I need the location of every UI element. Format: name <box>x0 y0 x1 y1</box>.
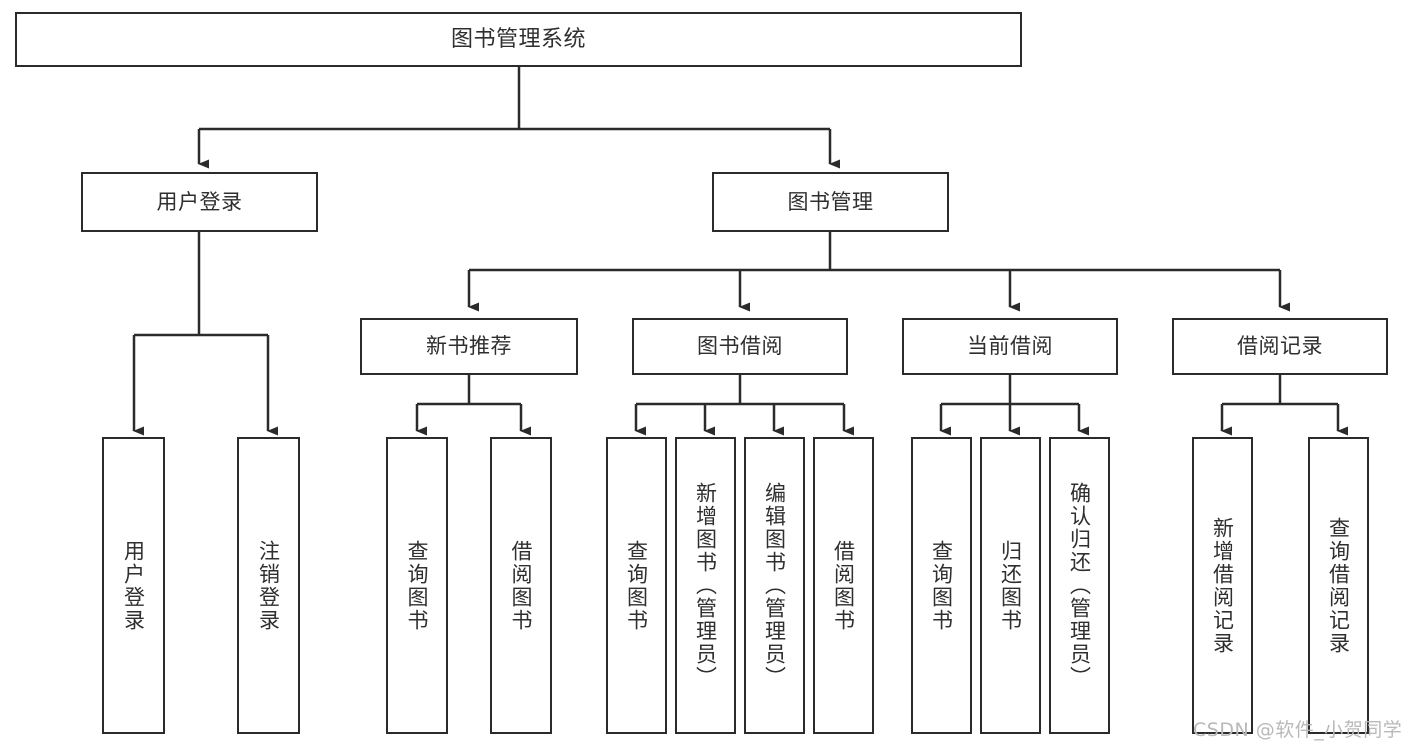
node-borrowing-records[interactable]: 借阅记录 <box>1172 318 1388 375</box>
node-label: 注销登录 <box>256 539 281 632</box>
node-label: 查询借阅记录 <box>1326 516 1351 655</box>
node-label: 用户登录 <box>121 539 146 632</box>
watermark-text: CSDN @软件_小贺同学 <box>1193 719 1403 741</box>
node-label: 查询图书 <box>405 539 430 632</box>
node-label: 图书管理 <box>787 189 874 214</box>
leaf-edit-book-admin[interactable]: 编辑图书（管理员） <box>744 437 805 734</box>
node-label: 新增图书（管理员） <box>693 482 718 689</box>
leaf-add-borrow-record[interactable]: 新增借阅记录 <box>1192 437 1253 734</box>
leaf-query-books-new[interactable]: 查询图书 <box>386 437 448 734</box>
node-label: 借阅记录 <box>1237 334 1323 359</box>
node-root-book-management-system[interactable]: 图书管理系统 <box>15 12 1022 67</box>
node-label: 借阅图书 <box>509 539 534 632</box>
node-label: 确认归还（管理员） <box>1067 482 1092 689</box>
node-label: 借阅图书 <box>831 539 856 632</box>
node-current-borrowing[interactable]: 当前借阅 <box>902 318 1118 375</box>
node-label: 图书管理系统 <box>450 26 586 52</box>
leaf-user-login[interactable]: 用户登录 <box>102 437 165 734</box>
node-label: 归还图书 <box>998 539 1023 632</box>
node-label: 新增借阅记录 <box>1210 516 1235 655</box>
leaf-logout[interactable]: 注销登录 <box>237 437 300 734</box>
node-label: 编辑图书（管理员） <box>762 482 787 689</box>
node-label: 查询图书 <box>624 539 649 632</box>
node-user-login[interactable]: 用户登录 <box>81 172 318 232</box>
node-label: 用户登录 <box>156 189 243 214</box>
leaf-add-book-admin[interactable]: 新增图书（管理员） <box>675 437 736 734</box>
leaf-borrow-books[interactable]: 借阅图书 <box>813 437 874 734</box>
node-label: 图书借阅 <box>697 334 783 359</box>
node-book-borrowing[interactable]: 图书借阅 <box>632 318 848 375</box>
leaf-query-books-borrow[interactable]: 查询图书 <box>606 437 667 734</box>
node-book-management[interactable]: 图书管理 <box>712 172 949 232</box>
leaf-confirm-return-admin[interactable]: 确认归还（管理员） <box>1049 437 1110 734</box>
node-label: 查询图书 <box>929 539 954 632</box>
node-label: 当前借阅 <box>967 334 1053 359</box>
leaf-borrow-books-new[interactable]: 借阅图书 <box>490 437 552 734</box>
node-new-book-recommendation[interactable]: 新书推荐 <box>360 318 578 375</box>
leaf-query-books-current[interactable]: 查询图书 <box>911 437 972 734</box>
leaf-return-books[interactable]: 归还图书 <box>980 437 1041 734</box>
leaf-query-borrow-record[interactable]: 查询借阅记录 <box>1308 437 1369 734</box>
node-label: 新书推荐 <box>426 334 512 359</box>
